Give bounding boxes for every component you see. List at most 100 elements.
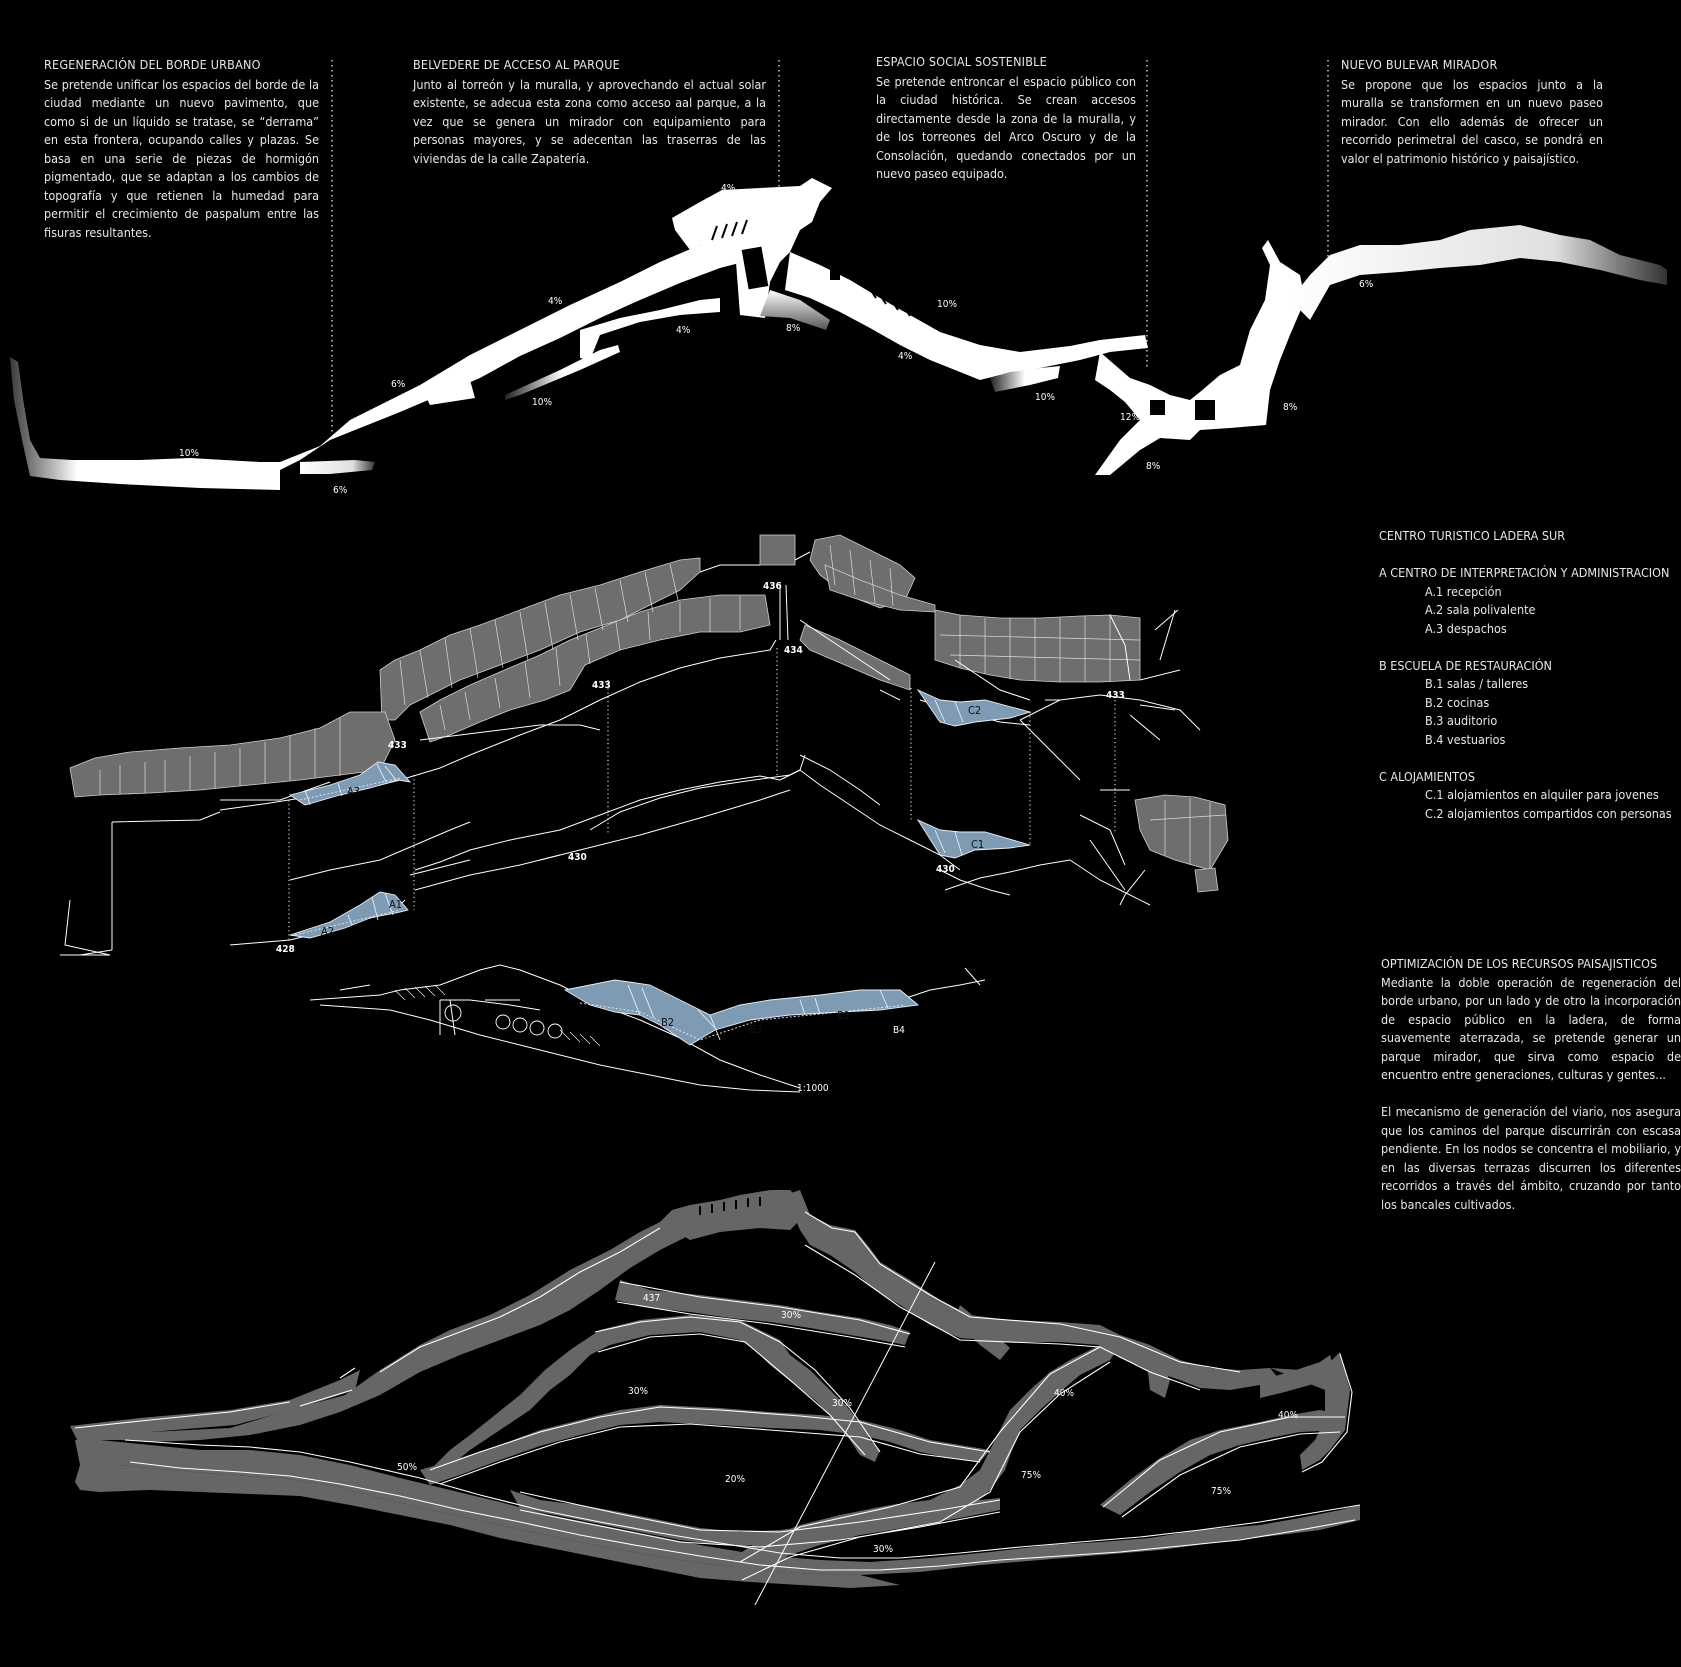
volume-a1a2 [289, 891, 409, 939]
park-path-east2 [1260, 1355, 1335, 1398]
section-cut-line [754, 1261, 936, 1606]
site-plan: 436 434 433 433 433 430 430 428 A3 A1 A2… [60, 534, 1229, 1094]
room-label: B3 [749, 1023, 762, 1036]
item-a1: A.1 recepción [1425, 583, 1502, 599]
park-label: 40% [1054, 1388, 1074, 1399]
plan-level-labels: 436 434 433 433 433 430 430 428 [276, 581, 1125, 955]
pavement-voids [741, 246, 1215, 420]
park-label: 437 [643, 1293, 660, 1304]
room-label: A1 [389, 898, 402, 911]
belvedere-stripes [711, 219, 911, 317]
pavement-node [1095, 240, 1305, 475]
park-path-south [75, 1440, 1360, 1575]
block-east-c [1134, 794, 1229, 871]
volume-b [563, 979, 920, 1046]
optimizacion-para1: Mediante la doble operación de regenerac… [1381, 974, 1681, 1083]
slope-label: 6% [1359, 279, 1374, 290]
optimizacion-block: OPTIMIZACIÓN DE LOS RECURSOS PAISAJISTIC… [1381, 955, 1681, 1214]
level-label: 433 [388, 740, 407, 751]
park-slope-labels: 437 30% 30% 30% 40% 40% 50% 20% 75% 75% … [397, 1293, 1298, 1555]
block-north-front [824, 564, 936, 613]
block-c-strip [799, 624, 911, 691]
volume-a3 [288, 761, 412, 806]
slope-label: 12% [1120, 412, 1140, 423]
plan-circles [444, 1004, 563, 1039]
pavement-spur-a [420, 380, 475, 405]
pavement-middle [785, 252, 1148, 380]
level-label: 436 [763, 581, 782, 592]
item-b4: B.4 vestuarios [1425, 731, 1506, 747]
scale-label: 1:1000 [797, 1083, 829, 1094]
room-label: C1 [971, 838, 984, 851]
slope-label: 6% [391, 379, 406, 390]
item-c2: C.2 alojamientos compartidos con persona… [1425, 805, 1672, 821]
item-a3: A.3 despachos [1425, 620, 1507, 636]
block-row-north [379, 557, 701, 721]
slope-label: 8% [1283, 402, 1298, 413]
block-body: Se pretende unificar los espacios del bo… [44, 76, 319, 240]
pavement-spur-10b [990, 366, 1060, 392]
text-block-bulevar: NUEVO BULEVAR MIRADOR Se propone que los… [1341, 56, 1603, 168]
park-plan: 437 30% 30% 30% 40% 40% 50% 20% 75% 75% … [70, 1190, 1361, 1606]
block-body: Se propone que los espacios junto a la m… [1341, 76, 1603, 166]
room-label: B4 [893, 1025, 905, 1036]
block-body: Junto al torreón y la muralla, y aprovec… [413, 76, 766, 166]
park-label: 50% [397, 1462, 417, 1473]
group-b-head: B ESCUELA DE RESTAURACIÓN [1379, 657, 1552, 673]
centro-legend: CENTRO TURISTICO LADERA SUR A CENTRO DE … [1379, 527, 1672, 823]
item-b1: B.1 salas / talleres [1425, 676, 1529, 691]
park-label: 30% [628, 1386, 648, 1397]
park-label: 75% [1021, 1470, 1041, 1481]
room-label: C2 [968, 704, 981, 717]
hatch [394, 984, 601, 1047]
group-a-head: A CENTRO DE INTERPRETACIÓN Y ADMINISTRAC… [1379, 565, 1670, 580]
pavement-east [1290, 225, 1667, 320]
room-label: A2 [321, 925, 334, 938]
urban-edge-pavement [10, 178, 1667, 490]
park-band-north [70, 1370, 360, 1440]
volume-c2 [916, 688, 1032, 727]
text-block-belvedere: BELVEDERE DE ACCESO AL PARQUE Junto al t… [413, 56, 766, 168]
block-title: BELVEDERE DE ACCESO AL PARQUE [413, 57, 620, 72]
pavement-spur-6 [300, 460, 375, 474]
block-title: ESPACIO SOCIAL SOSTENIBLE [876, 54, 1047, 69]
room-label: B1 [837, 1009, 850, 1022]
optimizacion-title: OPTIMIZACIÓN DE LOS RECURSOS PAISAJISTIC… [1381, 956, 1658, 971]
section-guides [111, 648, 1116, 950]
text-block-espacio-social: ESPACIO SOCIAL SOSTENIBLE Se pretende en… [876, 53, 1136, 184]
group-c-head: C ALOJAMIENTOS [1379, 768, 1475, 784]
slope-label: 10% [532, 397, 552, 408]
park-east [1270, 1352, 1350, 1470]
pavement-main [280, 225, 770, 470]
room-label: B2 [661, 1016, 674, 1029]
text-block-borde-urbano: REGENERACIÓN DEL BORDE URBANO Se pretend… [44, 56, 319, 242]
pavement-spur-10 [505, 345, 620, 400]
slope-label: 4% [548, 296, 563, 307]
slope-label: 10% [937, 299, 957, 310]
item-b2: B.2 cocinas [1425, 694, 1490, 710]
block-row-mid [419, 594, 771, 743]
slope-label: 10% [1035, 392, 1055, 403]
park-band-main [120, 1190, 790, 1442]
slope-label: 6% [333, 485, 348, 496]
item-b3: B.3 auditorio [1425, 713, 1498, 728]
park-label: 75% [1211, 1486, 1231, 1497]
park-label: 40% [1278, 1410, 1298, 1421]
block-body: Se pretende entroncar el espacio público… [876, 73, 1136, 182]
park-label: 30% [832, 1398, 852, 1409]
block-east-b [934, 609, 1141, 683]
pavement-8-spur [760, 290, 830, 330]
item-a2: A.2 sala polivalente [1425, 602, 1536, 617]
pavement-belvedere [672, 178, 832, 318]
level-label: 433 [1106, 690, 1125, 701]
building-blocks [69, 534, 1229, 893]
slope-label: 10% [179, 448, 199, 459]
block-tower [759, 534, 796, 566]
park-crest-notches [699, 1197, 761, 1215]
dotted-guides [331, 60, 1329, 432]
program-divisions [294, 699, 964, 1041]
park-path-ne [955, 1305, 1010, 1360]
park-label: 30% [873, 1544, 893, 1555]
slope-label: 8% [1146, 461, 1161, 472]
